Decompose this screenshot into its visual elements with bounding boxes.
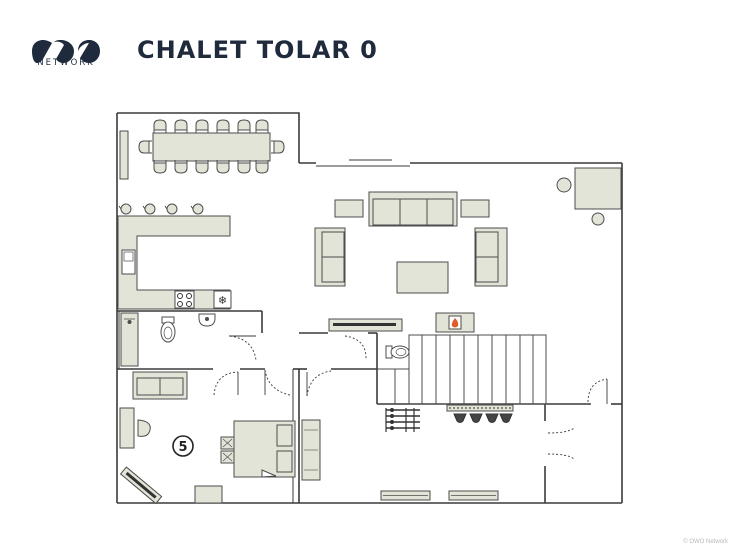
doors — [213, 335, 608, 460]
fireplace-icon — [435, 312, 475, 333]
owo-logo-icon — [32, 40, 100, 63]
living-room — [314, 167, 622, 294]
tv-unit — [328, 318, 403, 332]
walls — [116, 112, 623, 504]
bathroom-1 — [120, 312, 216, 367]
toilet-icon — [385, 345, 410, 359]
kitchen: ❄ — [117, 203, 232, 310]
staircase — [377, 334, 547, 405]
ski-room — [380, 404, 514, 501]
bedroom: 5 — [119, 371, 321, 505]
snowflake-icon: ❄ — [218, 294, 227, 307]
toilet-icon — [160, 316, 176, 343]
sink-icon — [198, 313, 216, 327]
page-title: CHALET TOLAR 0 — [137, 36, 378, 64]
copyright-text: © OWO Network — [683, 539, 728, 545]
brand-wordmark: NETWORK — [37, 58, 95, 68]
room-number: 5 — [178, 440, 187, 455]
dining-area — [119, 119, 285, 180]
